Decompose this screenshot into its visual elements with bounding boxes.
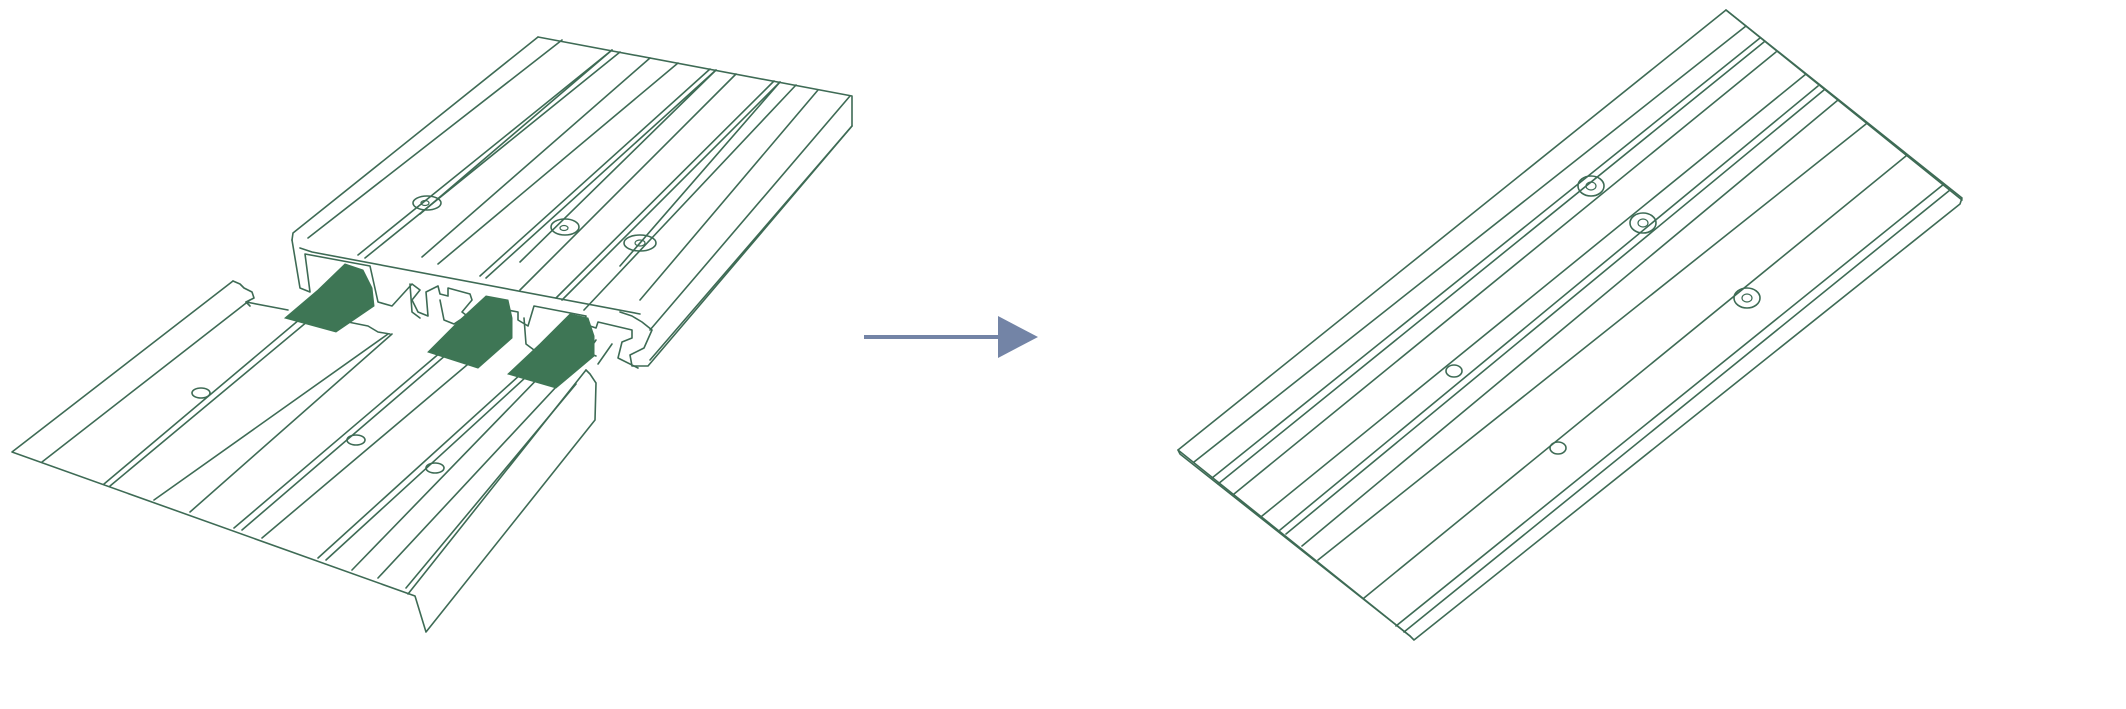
joined-ridge (1395, 183, 1945, 627)
lower-ridge (153, 333, 389, 501)
joined-profile-edge (1177, 449, 1411, 637)
screw-hole (425, 462, 445, 474)
upper-ridge (357, 49, 613, 256)
screw-hole (191, 387, 211, 399)
joined-ridge (1317, 123, 1867, 561)
upper-ridge (519, 73, 737, 291)
upper-ridge (479, 68, 711, 277)
joined-profile-edge (1725, 9, 1963, 201)
arrow-head (998, 316, 1038, 358)
lower-ridge (233, 345, 449, 529)
joined-ridge (1261, 73, 1807, 517)
upper-profile-back-edge (291, 36, 539, 241)
joined-ridge (1211, 37, 1761, 479)
screw-hole (1549, 441, 1567, 455)
joined-ridge (1363, 155, 1907, 599)
lower-ridge (261, 353, 481, 539)
upper-profile-side (649, 125, 853, 361)
upper-profile-top-edge (537, 36, 853, 367)
upper-ridge (364, 51, 621, 259)
upper-cross-section-inner (523, 317, 535, 351)
upper-cavity-line (597, 343, 613, 365)
screw-hole (1577, 175, 1605, 197)
upper-groove (519, 69, 717, 263)
upper-ridge (583, 84, 797, 311)
screw-hole (1445, 364, 1463, 378)
lower-ridge (189, 333, 393, 513)
joined-ridge (1301, 99, 1839, 547)
joined-ridge (1217, 41, 1765, 485)
right-arrow-icon (864, 316, 1038, 358)
upper-ridge (307, 39, 563, 239)
lower-profile-back (245, 301, 289, 311)
upper-ridge (485, 69, 717, 279)
lower-ridge (41, 299, 251, 463)
screw-hole (412, 195, 442, 211)
upper-profile-side (649, 95, 851, 331)
joined-ridge (1279, 85, 1819, 531)
screw-hole (1733, 287, 1761, 309)
lower-profile-outline (11, 280, 597, 633)
upper-ridge (421, 57, 651, 258)
lower-ridge (377, 371, 571, 579)
upper-ridge (561, 81, 781, 301)
lower-ridge (351, 367, 549, 571)
joined-ridge (1403, 189, 1951, 633)
lower-ridge (103, 313, 307, 485)
upper-cross-section-inner (299, 247, 641, 315)
screw-hole (623, 234, 657, 252)
lower-ridge (317, 363, 533, 559)
joined-ridge (1233, 51, 1777, 495)
screw-hole (346, 434, 366, 446)
lower-ridge (405, 383, 577, 589)
upper-profile (291, 36, 853, 369)
joined-ridge (1285, 89, 1825, 535)
upper-ridge (437, 62, 679, 265)
joined-profile (1177, 9, 1963, 641)
upper-cross-section-inner (409, 283, 421, 319)
connector-piece (507, 313, 595, 389)
upper-cross-section (291, 239, 639, 369)
upper-ridge (639, 89, 819, 301)
upper-ridge (555, 80, 775, 299)
screw-hole (550, 218, 580, 236)
lower-ridge (109, 315, 315, 487)
connector-piece (427, 295, 513, 369)
lower-profile (11, 280, 597, 633)
screw-hole (1629, 212, 1657, 234)
connector-piece (283, 263, 375, 333)
connector-pieces (283, 263, 595, 389)
upper-groove (419, 49, 613, 215)
joined-ridge (1193, 25, 1747, 463)
